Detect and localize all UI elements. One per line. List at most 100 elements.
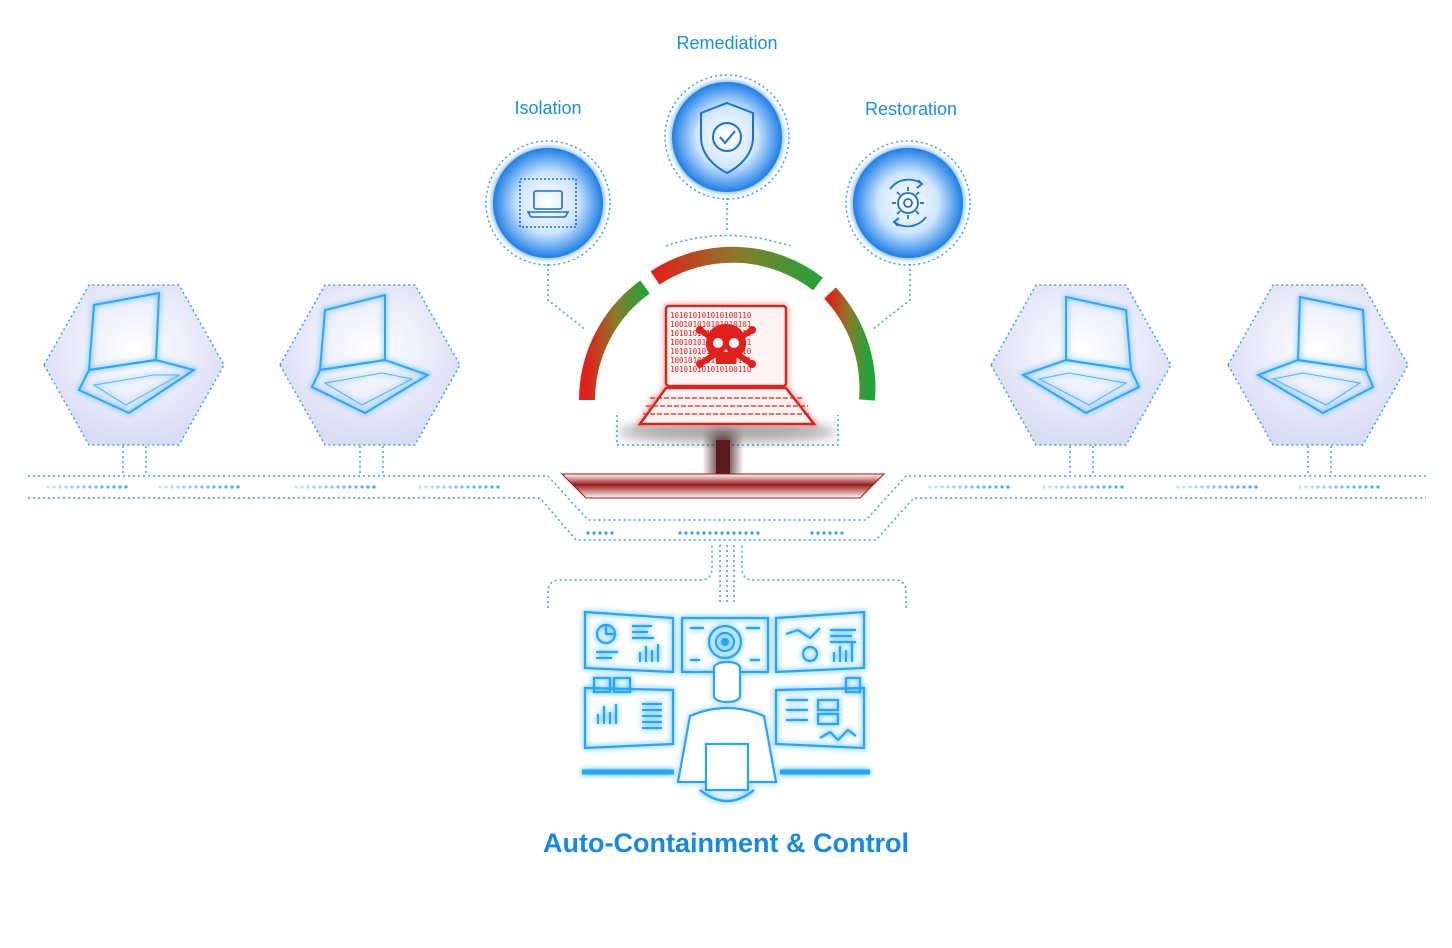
monitor-top-right [774,610,866,674]
bus-dot [1120,485,1124,489]
bus-dot [466,485,470,489]
bus-dot [76,485,80,489]
endpoint-laptop-4 [1227,284,1409,446]
bus-dot [946,485,950,489]
bus-dot [1236,485,1240,489]
bus-dot [1108,485,1112,489]
bus-dot [1060,485,1064,489]
bus-dot [490,485,494,489]
bus-dot [964,485,968,489]
bus-dot [164,485,168,489]
bus-dot [194,485,198,489]
bus-dot [1230,485,1234,489]
bus-dot [1006,485,1010,489]
bus-dot [294,485,298,489]
bus-dot [88,485,92,489]
bus-dot [1084,485,1088,489]
bus-dot [720,531,724,535]
bus-dot [738,531,742,535]
bus-dot [454,485,458,489]
bus-dot [1000,485,1004,489]
isolation-node [485,140,611,266]
bus-dot [598,531,602,535]
bus-dots [46,485,1380,535]
bus-dot [354,485,358,489]
bus-dot [1048,485,1052,489]
binary-line: 101010101010100110 [670,365,752,374]
bus-dot [158,485,162,489]
bus-dot [218,485,222,489]
remediation-label: Remediation [676,33,778,53]
bus-dot [82,485,86,489]
bus-dot [1370,485,1374,489]
bus-dot [478,485,482,489]
bus-dot [982,485,986,489]
bus-dot [94,485,98,489]
bus-dot [1340,485,1344,489]
bus-dot [430,485,434,489]
bus-dot [1334,485,1338,489]
bus-dot [418,485,422,489]
bus-dot [472,485,476,489]
laptop-icon [310,293,431,415]
infected-laptop: 1010101010101001101001010101010101011010… [616,304,839,446]
operator-link [547,545,907,608]
bus-dot [170,485,174,489]
bus-dot [312,485,316,489]
bus-dot [696,531,700,535]
monitor-top-left [583,610,675,674]
bus-dot [1316,485,1320,489]
bus-dot [348,485,352,489]
binary-line: 101010101010100110 [670,311,752,320]
bus-dot [988,485,992,489]
bus-dot [1182,485,1186,489]
restoration-node [845,140,971,266]
bus-dot [1304,485,1308,489]
bus-dot [1194,485,1198,489]
skull-crossbones-icon [696,324,756,368]
bus-dot [206,485,210,489]
bus-dot [330,485,334,489]
bus-dot [52,485,56,489]
bus-dot [822,531,826,535]
bus-dot [1376,485,1380,489]
bus-dot [1176,485,1180,489]
bus-dot [484,485,488,489]
bus-dot [1224,485,1228,489]
bus-dot [1072,485,1076,489]
bus-dot [828,531,832,535]
bus-dot [1358,485,1362,489]
bus-dot [360,485,364,489]
bus-dot [70,485,74,489]
bus-dot [714,531,718,535]
bus-dot [678,531,682,535]
operator-person-icon [676,660,778,802]
operator-console [582,610,870,802]
bus-dot [1364,485,1368,489]
binary-line: 100101010101010101 [670,320,751,329]
bus-dot [816,531,820,535]
bus-dot [336,485,340,489]
bus-dot [1200,485,1204,489]
bus-dot [424,485,428,489]
bus-dot [1310,485,1314,489]
bus-dot [586,531,590,535]
endpoint-laptop-1 [43,284,225,446]
bus-dot [112,485,116,489]
monitor-top-center [680,616,770,674]
bus-dot [840,531,844,535]
bus-dot [460,485,464,489]
bus-dot [592,531,596,535]
bus-dot [940,485,944,489]
bus-dot [1346,485,1350,489]
bus-dot [1096,485,1100,489]
bus-dot [200,485,204,489]
monitor-bottom-left [583,676,675,750]
bus-dot [1322,485,1326,489]
bus-dot [442,485,446,489]
bus-dot [372,485,376,489]
bus-dot [750,531,754,535]
bus-dot [1054,485,1058,489]
bus-dot [958,485,962,489]
bus-dot [324,485,328,489]
